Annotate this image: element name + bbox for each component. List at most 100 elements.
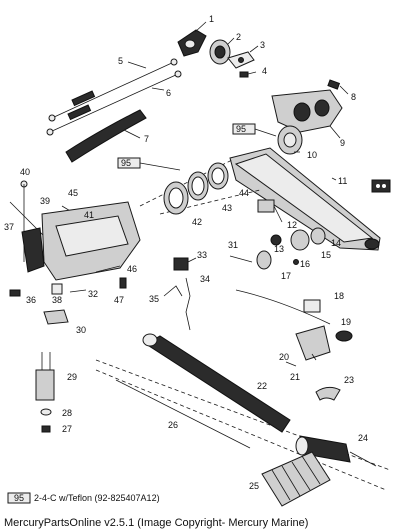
copyright-footer: MercuryPartsOnline v2.5.1 (Image Copyrig… [4, 517, 309, 529]
callout-15: 15 [321, 250, 331, 260]
callout-24: 24 [358, 433, 368, 443]
callout-3: 3 [260, 40, 265, 50]
callout-18: 18 [334, 291, 344, 301]
callout-26: 26 [168, 420, 178, 430]
callout-1: 1 [209, 14, 214, 24]
callout-32: 32 [88, 289, 98, 299]
callout-14: 14 [331, 238, 341, 248]
callout-17: 17 [281, 271, 291, 281]
part-30-clip [43, 309, 69, 325]
callout-43: 43 [222, 203, 232, 213]
part-20-housing [295, 325, 331, 361]
part-6-cable [46, 70, 182, 136]
callout-27: 27 [62, 424, 72, 434]
sealant-tag: 95 [117, 157, 181, 171]
callout-22: 22 [257, 381, 267, 391]
part-1-shape [177, 21, 207, 57]
part-3-shape [227, 45, 259, 69]
callout-2: 2 [236, 32, 241, 42]
callout-5: 5 [118, 56, 123, 66]
part-37-lever [21, 227, 45, 273]
callout-31: 31 [228, 240, 238, 250]
sealant-tag: 95 [232, 123, 277, 137]
part-40-link [20, 180, 28, 262]
part-15-knob [290, 229, 310, 251]
part-12-block [257, 199, 283, 223]
part-25-grip [261, 451, 331, 507]
part-11-tiller-arm [229, 147, 381, 251]
tiller-badge-icon [371, 179, 391, 193]
callout-30: 30 [76, 325, 86, 335]
callout-11: 11 [338, 176, 347, 186]
part-44-ring [207, 162, 229, 190]
callout-37: 37 [4, 222, 14, 232]
part-17-knob [256, 250, 272, 270]
callout-38: 38 [52, 295, 62, 305]
callout-6: 6 [166, 88, 171, 98]
callout-33: 33 [197, 250, 207, 260]
legend-badge-box [7, 492, 31, 504]
part-5-cable [48, 58, 178, 122]
assembly-line [95, 369, 387, 491]
callout-10: 10 [307, 150, 317, 160]
callout-13: 13 [274, 244, 284, 254]
callout-29: 29 [67, 372, 77, 382]
part-34-cord [185, 277, 191, 331]
part-9-bracket [271, 89, 343, 139]
part-26-cable [115, 379, 251, 449]
part-43-ring [187, 171, 209, 201]
callout-47: 47 [114, 295, 124, 305]
callout-45: 45 [68, 188, 78, 198]
part-19-harness [235, 289, 353, 342]
callout-8: 8 [351, 92, 356, 102]
part-32-pin [69, 289, 87, 293]
part-27-bolt [41, 425, 51, 433]
callout-28: 28 [62, 408, 72, 418]
part-29-bracket [35, 352, 55, 401]
part-28-washer [40, 408, 52, 416]
callout-12: 12 [287, 220, 297, 230]
part-47-bolt [119, 277, 127, 289]
sealant-legend: 95 2-4-C w/Teflon (92-825407A12) [7, 492, 160, 504]
callout-46: 46 [127, 264, 137, 274]
callout-21: 21 [290, 372, 300, 382]
part-41-bracket [41, 201, 141, 281]
callout-9: 9 [340, 138, 345, 148]
callout-25: 25 [249, 481, 259, 491]
part-36-bolt [9, 289, 21, 297]
callout-20: 20 [279, 352, 289, 362]
part-31-wire [229, 255, 253, 263]
legend-badge: 95 [14, 493, 24, 503]
callout-41: 41 [84, 210, 94, 220]
callout-40: 40 [20, 167, 30, 177]
part-23-shield [315, 386, 341, 401]
part-7-hose [65, 109, 147, 163]
callout-19: 19 [341, 317, 351, 327]
part-14-knob [310, 227, 326, 245]
part-35-clip [163, 285, 183, 297]
part-38-link [51, 283, 63, 295]
part-16-screw [293, 259, 299, 265]
part-10-seal [277, 125, 303, 155]
callout-36: 36 [26, 295, 36, 305]
callout-labels: 1 2 3 4 5 6 7 8 9 10 11 12 13 14 15 16 1… [4, 14, 368, 491]
callout-42: 42 [192, 217, 202, 227]
part-21-wire [285, 361, 297, 367]
callout-34: 34 [200, 274, 210, 284]
callout-35: 35 [149, 294, 159, 304]
sealant-tag-label: 95 [236, 124, 246, 134]
part-13-knob [270, 234, 282, 246]
sealant-tag-label: 95 [121, 158, 131, 168]
callout-23: 23 [344, 375, 354, 385]
part-4-shape [239, 71, 257, 78]
callout-44: 44 [239, 188, 249, 198]
part-46-link [95, 265, 121, 273]
part-8-bolt [327, 79, 349, 95]
part-24-grip [295, 435, 377, 467]
part-33-switch [173, 257, 197, 271]
part-2-shape [209, 37, 235, 65]
part-18-plate [303, 299, 321, 313]
callout-39: 39 [40, 196, 50, 206]
legend-note: 2-4-C w/Teflon (92-825407A12) [34, 493, 160, 503]
